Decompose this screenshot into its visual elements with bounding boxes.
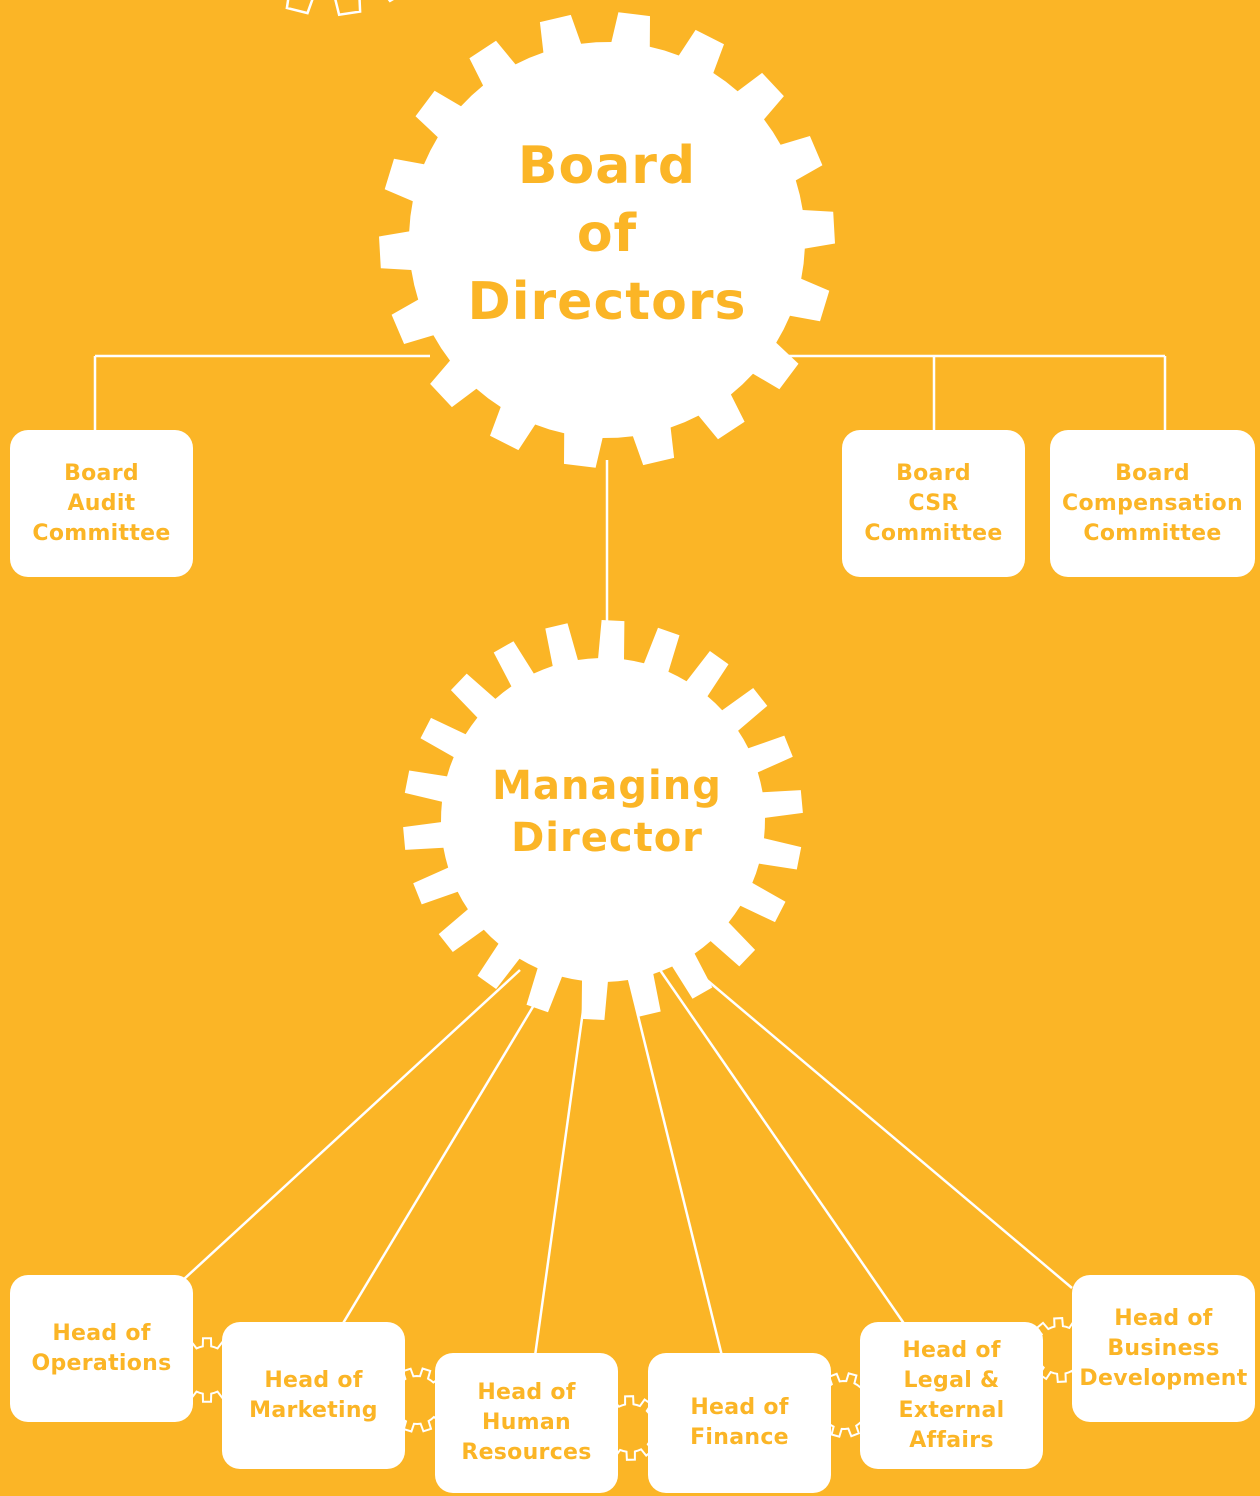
node-label: Head of Marketing <box>249 1367 378 1423</box>
connector-md-to-hr <box>533 974 590 1357</box>
node-head-of-operations: Head of Operations <box>10 1275 193 1422</box>
board-gear-icon <box>379 12 835 468</box>
md-gear-icon-shape <box>403 620 803 1020</box>
node-label: Head of Legal & External Affairs <box>898 1337 1005 1453</box>
node-label: Board Compensation Committee <box>1062 460 1243 546</box>
connector-md-to-marketing <box>340 969 557 1326</box>
node-head-of-finance: Head of Finance <box>648 1353 831 1493</box>
board-of-directors-label: Board of Directors <box>467 136 747 332</box>
node-board-compensation-committee: Board Compensation Committee <box>1050 430 1255 577</box>
connector-md-to-finance <box>626 974 724 1357</box>
connector-lines <box>93 354 1167 1357</box>
top-partial-gear-icon-shape <box>285 0 394 17</box>
node-label: Board Audit Committee <box>32 460 171 546</box>
md-gear-icon <box>403 620 803 1020</box>
top-partial-gear-icon <box>285 0 394 17</box>
node-label: Head of Finance <box>690 1395 789 1450</box>
node-label: Head of Business Development <box>1079 1305 1248 1391</box>
node-label: Head of Human Resources <box>461 1380 592 1465</box>
connector-md-to-legal <box>658 969 907 1326</box>
node-head-of-marketing: Head of Marketing <box>222 1322 405 1469</box>
connector-md-to-bizdev <box>694 969 1073 1289</box>
node-label: Board CSR Committee <box>864 460 1003 546</box>
board-gear-icon-shape <box>379 12 835 468</box>
node-board-audit-committee: Board Audit Committee <box>10 430 193 577</box>
node-head-of-business-development: Head of Business Development <box>1072 1275 1255 1422</box>
node-label: Head of Operations <box>31 1320 172 1376</box>
connector-md-to-operations <box>182 969 521 1281</box>
node-head-of-human-resources: Head of Human Resources <box>435 1353 618 1493</box>
node-board-csr-committee: Board CSR Committee <box>842 430 1025 577</box>
node-head-of-legal-external-affairs: Head of Legal & External Affairs <box>860 1322 1043 1469</box>
managing-director-label: Managing Director <box>492 763 722 861</box>
